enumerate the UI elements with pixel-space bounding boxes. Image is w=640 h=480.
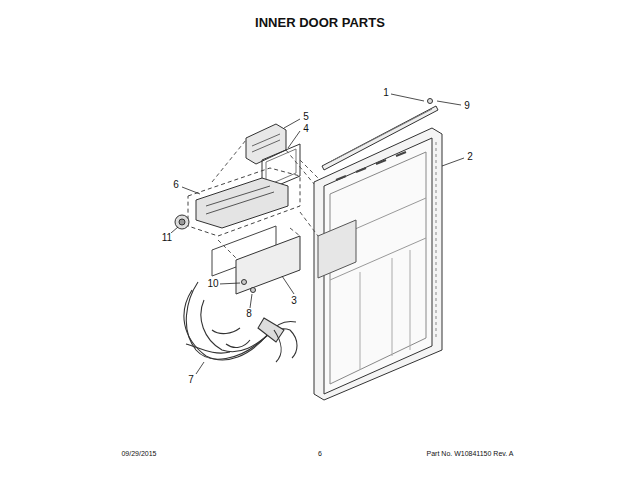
control-housing [196, 178, 288, 228]
callout-number: 9 [463, 101, 471, 111]
callout-number: 8 [245, 309, 253, 319]
door-clips [336, 152, 406, 180]
bracket-detail [252, 134, 280, 152]
door-recess [330, 152, 426, 384]
callout-number: 5 [302, 112, 310, 122]
dispenser-opening [318, 220, 356, 278]
callout-number: 2 [466, 152, 474, 162]
footer-text: Part No. W10841150 Rev. A [427, 450, 514, 457]
knob [175, 215, 189, 229]
footer-text: 6 [318, 450, 322, 457]
screw [428, 99, 433, 104]
inner-door [314, 128, 442, 400]
screw [251, 288, 256, 293]
callout-number: 6 [172, 180, 180, 190]
callout-number: 7 [187, 375, 195, 385]
footer-text: 09/29/2015 [121, 450, 156, 457]
door-rib [360, 250, 410, 370]
callout-number: 1 [382, 88, 390, 98]
knob-center [179, 219, 185, 225]
assembly-line [218, 228, 300, 258]
diagram-title: INNER DOOR PARTS [255, 16, 385, 29]
screw [242, 280, 247, 285]
callout-number: 4 [302, 124, 310, 134]
control-panel [236, 236, 300, 294]
control-detail [206, 186, 274, 214]
leader-line [171, 94, 464, 374]
wire-harness [184, 282, 297, 362]
door-edge [436, 142, 437, 340]
callout-number: 3 [290, 296, 298, 306]
control-outline [188, 168, 300, 236]
callout-number: 11 [161, 233, 173, 243]
callout-number: 10 [206, 279, 219, 289]
